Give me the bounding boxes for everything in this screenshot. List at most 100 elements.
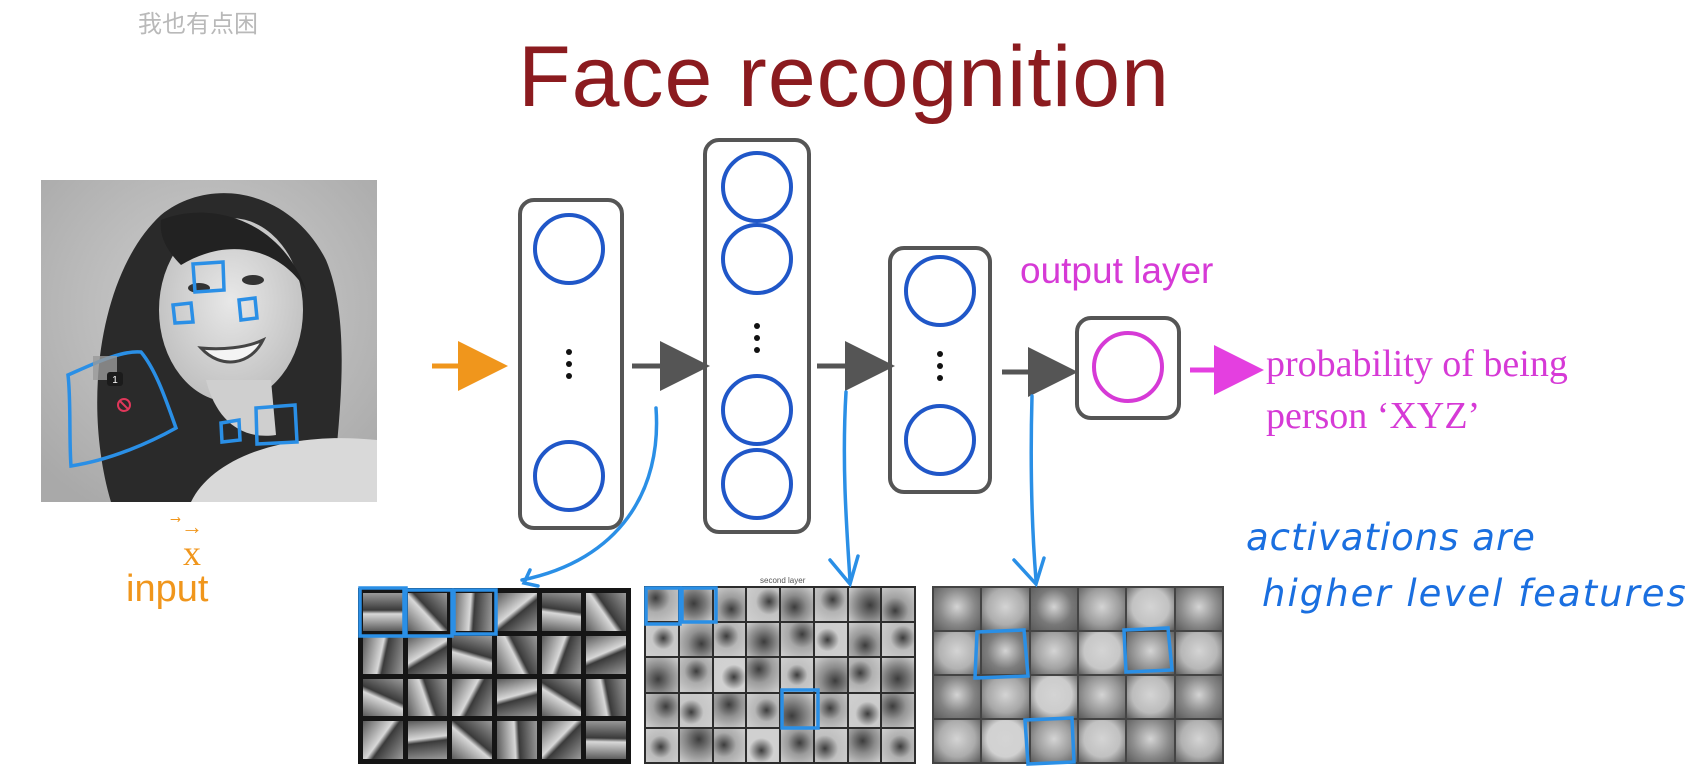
face-photo: 1 [41,180,377,502]
neuron [721,151,793,223]
face-part-features-cell [679,623,712,657]
output-neuron [1092,331,1164,403]
face-part-features-grid [644,586,916,764]
probability-line-1: probability of being [1266,343,1568,385]
face-part-features-cell [848,623,881,657]
face-part-features-cell [882,658,914,692]
edge-features-cell [497,678,537,717]
face-part-features-cell [747,588,779,622]
face-part-features-cell [781,693,813,727]
face-part-features-cell [679,693,712,727]
neuron [721,448,793,520]
face-part-features-cell [848,728,881,762]
face-part-features-cell [814,693,847,727]
face-part-features-cell [646,658,678,692]
second-layer-caption: second layer [760,576,806,585]
edge-features-cell [363,635,403,674]
face-part-features-cell [713,693,746,727]
face-features-cell [1175,632,1222,674]
output-layer-label: output layer [1020,250,1214,291]
face-part-features-cell [646,623,678,657]
face-features-cell [1030,588,1077,630]
face-part-features-cell [848,658,881,692]
edge-features-cell [407,593,448,631]
face-features-cell [934,676,981,718]
face-part-features-cell [646,693,678,727]
probability-text: probability of being person ‘XYZ’ [1266,338,1568,442]
input-label: input [126,568,209,610]
edge-features-cell [452,635,492,674]
face-part-features-cell [646,728,678,762]
face-part-features-cell [747,693,779,727]
edge-features-cell [452,721,492,759]
edge-features-cell [497,721,537,759]
neuron [904,255,976,327]
edge-features-cell [586,678,626,717]
edge-features-cell [497,635,537,674]
hidden-layer-2-box [703,138,811,534]
face-features-cell [982,720,1029,762]
ellipsis-dots [566,349,572,379]
face-part-features-cell [781,658,813,692]
face-part-features-cell [814,728,847,762]
edge-features-cell [452,678,492,717]
edge-features-cell [541,635,582,674]
pointer-arrowhead [521,568,540,588]
face-part-features-cell [882,728,914,762]
edge-features-cell [541,678,582,717]
face-features-cell [1030,632,1077,674]
edge-features-cell [586,635,626,674]
pointer-arrowhead [1012,556,1046,588]
face-features-cell [1175,676,1222,718]
edge-features-cell [541,593,582,631]
ellipsis-dots [937,351,943,381]
face-features-cell [1078,676,1126,718]
neuron [904,404,976,476]
face-part-features-cell [679,588,712,622]
face-part-features-cell [814,658,847,692]
ellipsis-dots [754,323,760,353]
face-features-cell [1030,676,1077,718]
neuron [533,213,605,285]
slide-title: Face recognition [518,29,1170,125]
edge-features-cell [363,721,403,759]
face-features-cell [1078,632,1126,674]
edge-features-cell [363,593,403,631]
face-part-features-cell [747,658,779,692]
edge-features-cell [407,678,448,717]
neuron [533,440,605,512]
face-part-features-cell [814,588,847,622]
watermark-text: 我也有点困 [138,10,258,38]
face-features-cell [934,632,981,674]
face-part-features-cell [781,728,813,762]
input-vector-letter: x [183,533,201,573]
neuron [721,223,793,295]
face-part-features-cell [679,658,712,692]
hidden-layer-1-box [518,198,624,530]
edge-features-grid [358,588,631,764]
face-features-cell [1127,676,1174,718]
face-features-cell [934,588,981,630]
face-features-cell [982,632,1029,674]
edge-features-cell [497,593,537,631]
neuron [721,374,793,446]
face-part-features-cell [814,623,847,657]
pointer-curve [1029,394,1038,582]
face-part-features-cell [646,588,678,622]
face-part-features-cell [713,588,746,622]
face-features-cell [1127,588,1174,630]
face-part-features-cell [848,693,881,727]
output-layer-box [1075,316,1181,420]
edge-features-cell [586,593,626,631]
face-features-cell [1175,720,1222,762]
pointer-arrowhead [828,554,860,588]
edge-features-cell [363,678,403,717]
probability-line-2: person ‘XYZ’ [1266,395,1481,437]
face-part-features-cell [781,623,813,657]
face-part-features-cell [713,728,746,762]
edge-features-cell [541,721,582,759]
face-part-features-cell [882,588,914,622]
face-part-features-cell [747,623,779,657]
